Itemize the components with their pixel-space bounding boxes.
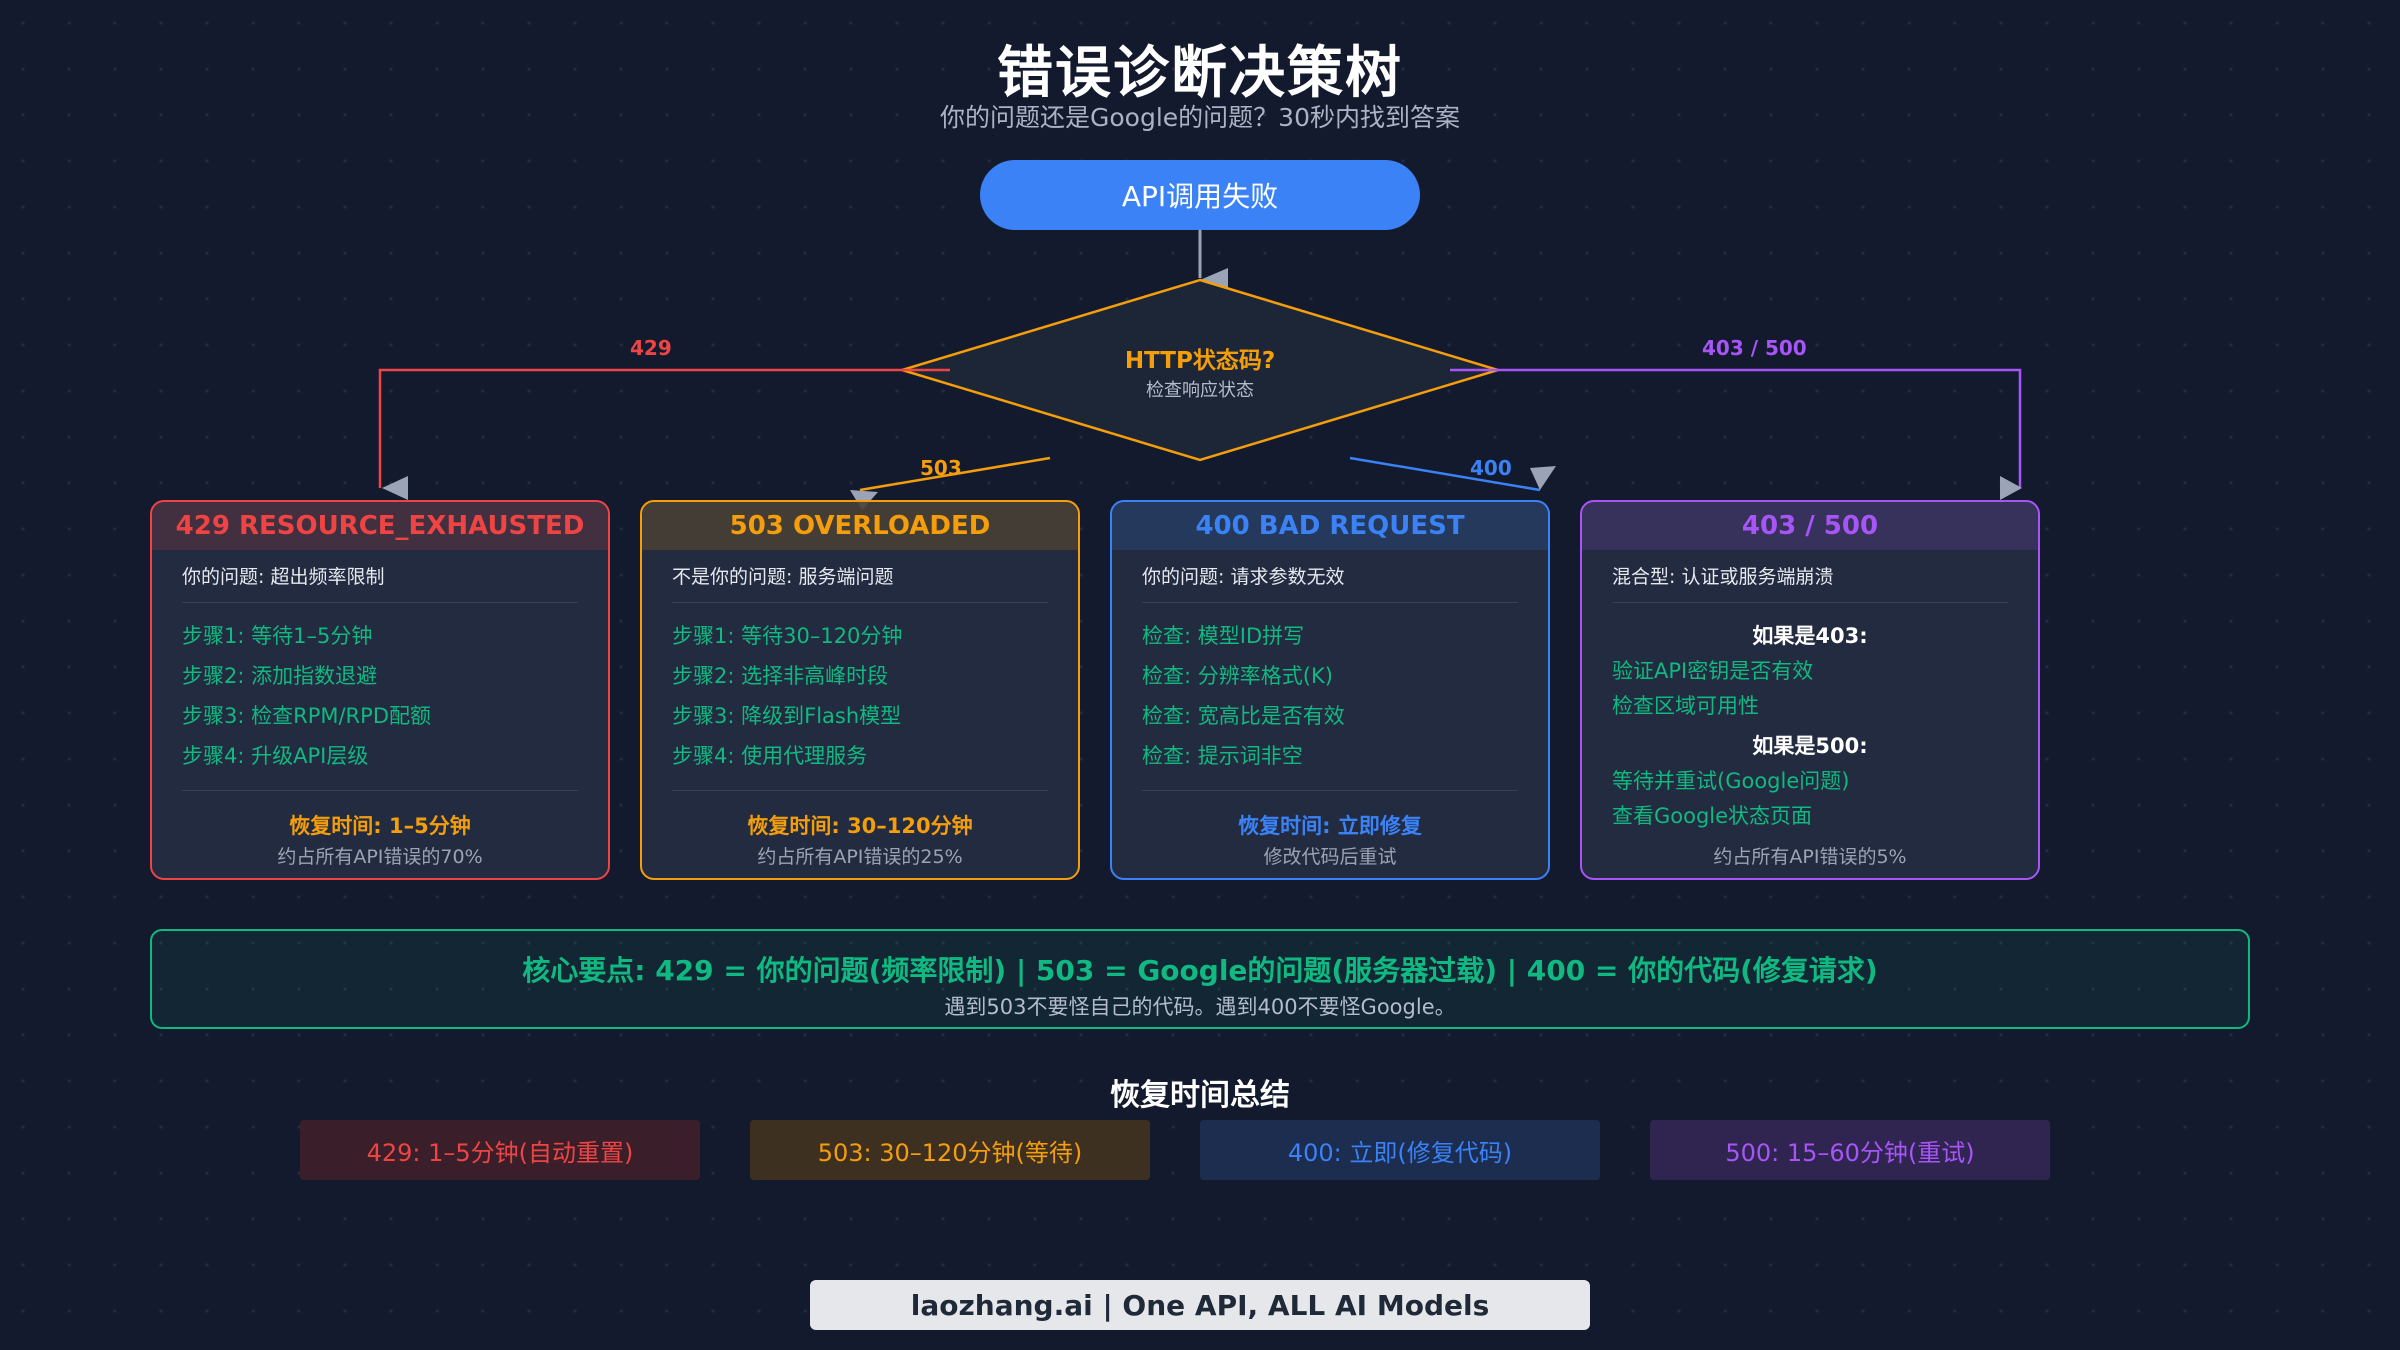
branch-label-400: 400 <box>1470 456 1512 480</box>
card-503-step: 步骤4: 使用代理服务 <box>672 744 868 768</box>
card-500-step: 等待并重试(Google问题) <box>1612 769 1850 793</box>
card-429-recovery: 恢复时间: 1–5分钟 <box>289 814 471 838</box>
card-400-recovery: 恢复时间: 立即修复 <box>1238 814 1422 838</box>
arrowhead-429 <box>382 476 408 500</box>
card-400: 400 BAD REQUEST 你的问题: 请求参数无效 检查: 模型ID拼写 … <box>1110 500 1550 880</box>
arrowhead-403 <box>2000 476 2022 500</box>
card-400-share: 修改代码后重试 <box>1263 846 1397 868</box>
summary-title: 恢复时间总结 <box>1110 1078 1290 1113</box>
card-503-share: 约占所有API错误的25% <box>757 846 963 868</box>
decision-diamond <box>897 278 1503 462</box>
card-400-check: 检查: 分辨率格式(K) <box>1142 664 1333 688</box>
card-503: 503 OVERLOADED 不是你的问题: 服务端问题 步骤1: 等待30–1… <box>640 500 1080 880</box>
start-node: API调用失败 <box>980 160 1420 230</box>
card-403-step: 验证API密钥是否有效 <box>1612 659 1814 683</box>
summary-pill-500: 500: 15–60分钟(重试) <box>1650 1120 2050 1180</box>
branch-label-503: 503 <box>920 456 962 480</box>
card-500-step: 查看Google状态页面 <box>1612 804 1813 828</box>
card-503-title: 503 OVERLOADED <box>642 502 1078 550</box>
card-503-step: 步骤3: 降级到Flash模型 <box>672 704 902 728</box>
card-429-divider <box>182 602 578 603</box>
summary-pill-400: 400: 立即(修复代码) <box>1200 1120 1600 1180</box>
page-subtitle: 你的问题还是Google的问题？30秒内找到答案 <box>940 103 1460 132</box>
card-403-500-divider <box>1612 602 2008 603</box>
connector-429 <box>378 368 950 488</box>
card-503-step: 步骤1: 等待30–120分钟 <box>672 624 903 648</box>
card-503-divider <box>672 790 1048 791</box>
card-403-500-desc: 混合型: 认证或服务端崩溃 <box>1612 566 1834 588</box>
decision-subtitle: 检查响应状态 <box>1146 380 1254 401</box>
connector-403 <box>1450 368 2022 488</box>
card-429-step: 步骤4: 升级API层级 <box>182 744 369 768</box>
card-if-403-heading: 如果是403: <box>1752 624 1868 648</box>
key-point-box: 核心要点: 429 = 你的问题(频率限制) | 503 = Google的问题… <box>150 929 2250 1029</box>
decision-title: HTTP状态码? <box>1124 348 1276 374</box>
card-429: 429 RESOURCE_EXHAUSTED 你的问题: 超出频率限制 步骤1:… <box>150 500 610 880</box>
footer-banner: laozhang.ai | One API, ALL AI Models <box>810 1280 1590 1330</box>
card-429-step: 步骤2: 添加指数退避 <box>182 664 378 688</box>
connector-400 <box>1349 456 1541 492</box>
card-429-share: 约占所有API错误的70% <box>277 846 483 868</box>
card-503-divider <box>672 602 1048 603</box>
arrowhead-400 <box>1530 466 1556 490</box>
card-429-divider <box>182 790 578 791</box>
page-title: 错误诊断决策树 <box>997 41 1403 106</box>
card-400-divider <box>1142 790 1518 791</box>
card-429-desc: 你的问题: 超出频率限制 <box>182 566 385 588</box>
card-429-step: 步骤1: 等待1–5分钟 <box>182 624 373 648</box>
card-400-title: 400 BAD REQUEST <box>1112 502 1548 550</box>
summary-pill-429: 429: 1–5分钟(自动重置) <box>300 1120 700 1180</box>
summary-pill-503: 503: 30–120分钟(等待) <box>750 1120 1150 1180</box>
card-403-500: 403 / 500 混合型: 认证或服务端崩溃 如果是403: 验证API密钥是… <box>1580 500 2040 880</box>
card-503-step: 步骤2: 选择非高峰时段 <box>672 664 889 688</box>
card-400-divider <box>1142 602 1518 603</box>
card-400-check: 检查: 提示词非空 <box>1142 744 1303 768</box>
connector-503 <box>859 456 1051 492</box>
card-403-500-title: 403 / 500 <box>1582 502 2038 550</box>
card-403-step: 检查区域可用性 <box>1612 694 1759 718</box>
arrowhead-start <box>1200 268 1228 290</box>
card-503-recovery: 恢复时间: 30–120分钟 <box>747 814 973 838</box>
branch-label-429: 429 <box>630 336 672 360</box>
branch-label-403-500: 403 / 500 <box>1702 336 1807 360</box>
card-403-500-share: 约占所有API错误的5% <box>1713 846 1907 868</box>
card-503-desc: 不是你的问题: 服务端问题 <box>672 566 894 588</box>
key-point-subtitle: 遇到503不要怪自己的代码。遇到400不要怪Google。 <box>944 995 1456 1019</box>
key-point-title: 核心要点: 429 = 你的问题(频率限制) | 503 = Google的问题… <box>522 954 1878 987</box>
card-400-check: 检查: 模型ID拼写 <box>1142 624 1305 648</box>
card-if-500-heading: 如果是500: <box>1752 734 1868 758</box>
card-400-check: 检查: 宽高比是否有效 <box>1142 704 1345 728</box>
card-400-desc: 你的问题: 请求参数无效 <box>1142 566 1345 588</box>
card-429-step: 步骤3: 检查RPM/RPD配额 <box>182 704 431 728</box>
card-429-title: 429 RESOURCE_EXHAUSTED <box>152 502 608 550</box>
